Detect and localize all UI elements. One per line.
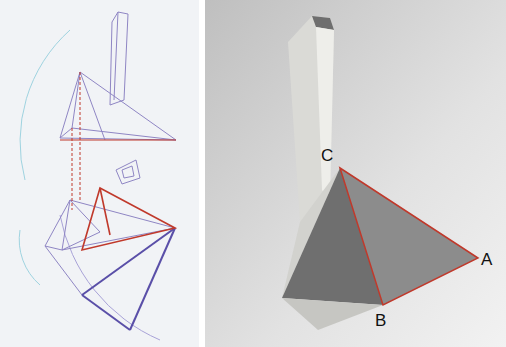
- rendered-solid: [282, 16, 478, 330]
- construction-lines: [19, 12, 176, 340]
- vertex-label: B: [375, 312, 386, 329]
- right-panel: [205, 0, 506, 347]
- vertex-label: C: [321, 147, 333, 164]
- vertex-label: A: [481, 251, 492, 268]
- left-panel: [0, 0, 199, 347]
